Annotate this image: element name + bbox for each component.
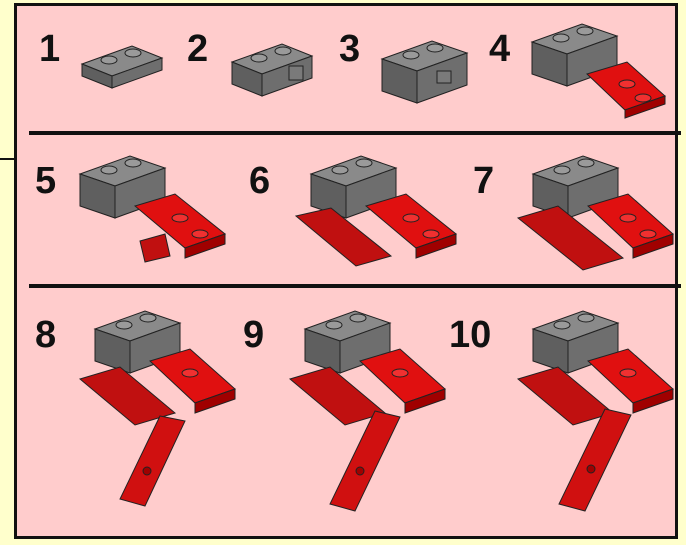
step-6-image xyxy=(291,146,461,276)
step-number-9: 9 xyxy=(243,316,264,354)
step-number-7: 7 xyxy=(473,162,494,200)
step-8-image xyxy=(75,301,245,511)
step-number-6: 6 xyxy=(249,162,270,200)
step-number-4: 4 xyxy=(489,30,510,68)
row-divider-2 xyxy=(29,284,681,288)
step-4-image xyxy=(527,14,672,124)
step-number-1: 1 xyxy=(39,30,60,68)
instructions-panel: 1 2 3 4 5 xyxy=(14,3,678,539)
row-divider-1 xyxy=(29,131,681,135)
step-9-image xyxy=(285,301,455,516)
step-7-image xyxy=(513,146,678,276)
step-3-image xyxy=(377,31,472,111)
step-10-image xyxy=(513,301,678,516)
connector-line xyxy=(0,158,14,160)
step-2-image xyxy=(227,34,317,104)
step-5-image xyxy=(75,146,235,276)
step-1-image xyxy=(77,36,167,96)
step-number-3: 3 xyxy=(339,30,360,68)
step-number-8: 8 xyxy=(35,316,56,354)
step-number-2: 2 xyxy=(187,30,208,68)
step-number-5: 5 xyxy=(35,162,56,200)
step-number-10: 10 xyxy=(449,316,491,354)
